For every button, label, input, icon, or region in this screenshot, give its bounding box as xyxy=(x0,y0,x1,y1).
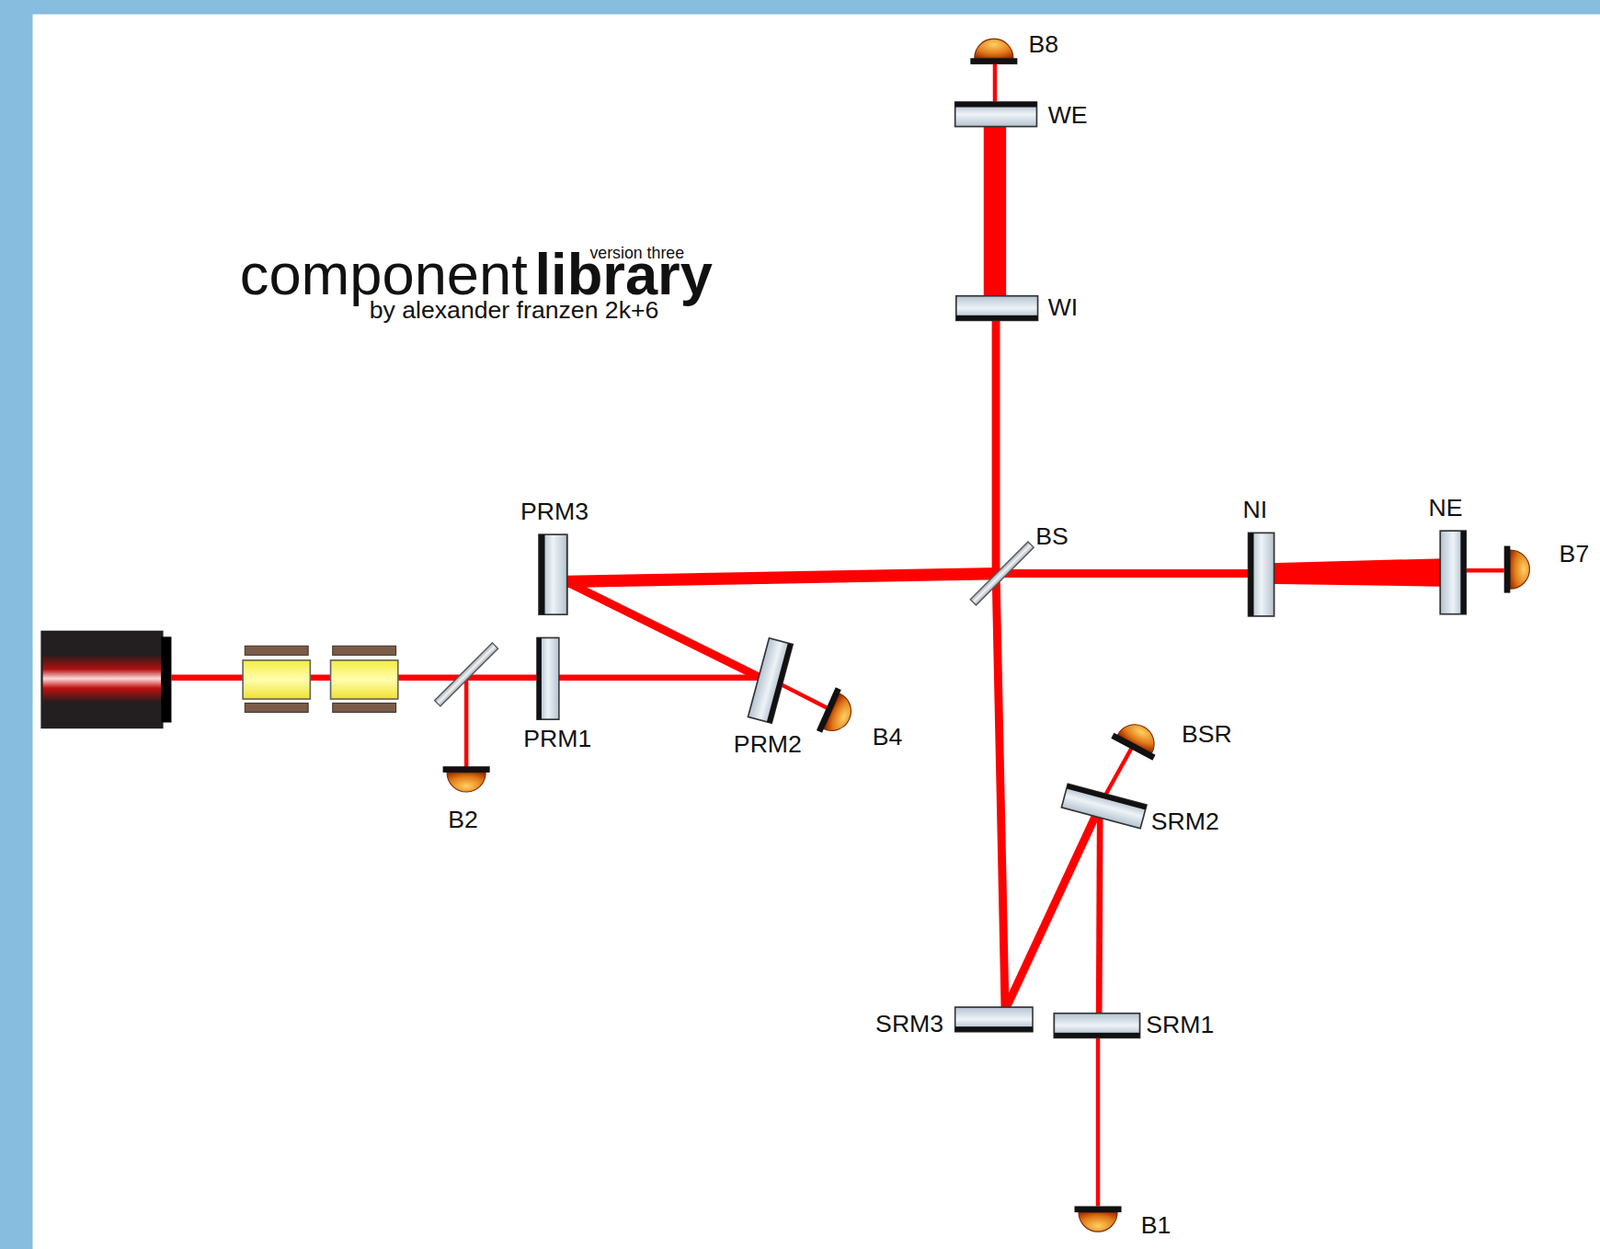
part-label: B8 xyxy=(1028,31,1060,57)
beams xyxy=(171,64,1504,1207)
detectors xyxy=(443,38,1531,1232)
part-label: NE xyxy=(1428,495,1463,521)
canvas xyxy=(33,14,1600,1249)
part-label: SRM2 xyxy=(1151,809,1220,835)
part-label: SRM3 xyxy=(875,1011,944,1037)
part-label: WE xyxy=(1048,102,1088,128)
part-label: B4 xyxy=(872,724,903,750)
part-label: B7 xyxy=(1559,541,1590,567)
mirrors xyxy=(434,102,1467,1038)
part-label: BSR xyxy=(1181,720,1233,746)
part-label: PRM1 xyxy=(523,726,592,752)
logo-text: library xyxy=(534,244,712,303)
part-label: BS xyxy=(1035,524,1069,549)
laser xyxy=(40,630,172,730)
modulators xyxy=(242,645,399,712)
part-label: B1 xyxy=(1141,1212,1172,1238)
part-label: B2 xyxy=(447,807,479,833)
part-label: WI xyxy=(1048,295,1079,320)
part-label: NI xyxy=(1243,496,1269,522)
logo-byline: by alexander franzen 2k+6 xyxy=(369,297,660,323)
logo-text: component xyxy=(240,244,528,303)
part-label: PRM3 xyxy=(520,499,589,525)
part-label: PRM2 xyxy=(733,731,802,757)
part-label: SRM1 xyxy=(1145,1012,1214,1038)
